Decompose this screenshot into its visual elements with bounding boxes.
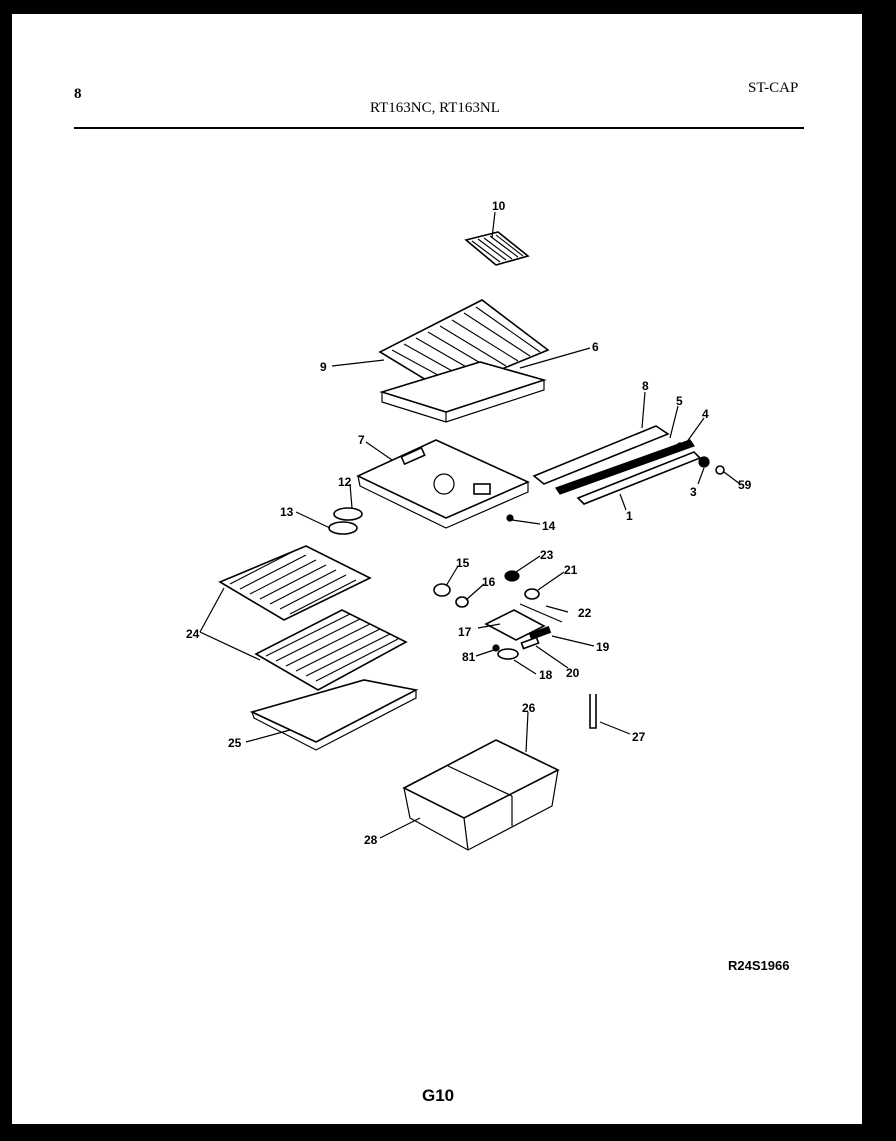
part-10-grille xyxy=(464,231,530,266)
part-21-knob xyxy=(524,588,540,600)
callout-4: 4 xyxy=(702,407,709,421)
callout-8: 8 xyxy=(642,379,649,393)
exploded-parts-diagram: 10 9 6 8 5 4 7 3 59 12 1 13 14 15 23 16 … xyxy=(186,199,752,851)
callout-15: 15 xyxy=(456,556,470,570)
part-1-rail xyxy=(576,451,702,505)
part-4-screw xyxy=(676,442,684,450)
part-20-clip xyxy=(520,636,540,650)
callout-1: 1 xyxy=(626,509,633,523)
callout-26: 26 xyxy=(522,701,536,715)
callout-28: 28 xyxy=(364,833,378,847)
part-5-rail xyxy=(555,439,695,495)
callout-13: 13 xyxy=(280,505,294,519)
part-15-bulb xyxy=(433,583,451,597)
part-59-screw xyxy=(715,465,725,475)
leader-lines xyxy=(199,211,741,839)
callout-20: 20 xyxy=(566,666,580,680)
part-12-13-brackets xyxy=(328,507,363,535)
callout-21: 21 xyxy=(564,563,578,577)
callout-12: 12 xyxy=(338,475,352,489)
part-27-rod xyxy=(589,694,597,729)
page-number: 8 xyxy=(74,86,82,102)
callout-24: 24 xyxy=(186,627,200,641)
callout-59: 59 xyxy=(738,478,752,492)
part-7-shelf-pan xyxy=(356,439,530,529)
callout-16: 16 xyxy=(482,575,496,589)
control-assembly xyxy=(433,570,563,660)
reference-code: R24S1966 xyxy=(728,958,790,973)
part-8-rail xyxy=(532,425,670,485)
part-23-knob xyxy=(504,570,520,582)
header-rule xyxy=(74,127,804,129)
part-18-lamp-base xyxy=(497,648,519,660)
part-24-shelf-lower xyxy=(254,609,408,691)
callout-5: 5 xyxy=(676,394,683,408)
callout-17: 17 xyxy=(458,625,472,639)
part-81-screw xyxy=(492,644,500,652)
callout-18: 18 xyxy=(539,668,553,682)
callout-10: 10 xyxy=(492,199,506,213)
variant-code: ST-CAP xyxy=(748,80,799,96)
part-14-screw xyxy=(506,514,514,522)
page-code: G10 xyxy=(422,1086,455,1105)
part-28-crisper-drawer xyxy=(402,739,560,851)
part-6-tray xyxy=(379,361,547,423)
part-3-nut xyxy=(698,456,710,468)
callout-9: 9 xyxy=(320,360,327,374)
model-numbers: RT163NC, RT163NL xyxy=(370,100,500,116)
callout-25: 25 xyxy=(228,736,242,750)
callout-6: 6 xyxy=(592,340,599,354)
part-22-wire xyxy=(519,603,563,623)
callout-19: 19 xyxy=(596,640,610,654)
part-25-glass-shelf xyxy=(249,679,419,751)
parts-diagram-sheet: 8 RT163NC, RT163NL ST-CAP xyxy=(12,14,862,1124)
callout-7: 7 xyxy=(358,433,365,447)
scan-border xyxy=(0,0,12,1141)
callout-labels: 10 9 6 8 5 4 7 3 59 12 1 13 14 15 23 16 … xyxy=(186,199,752,847)
callout-23: 23 xyxy=(540,548,554,562)
callout-81: 81 xyxy=(462,650,476,664)
callout-14: 14 xyxy=(542,519,556,533)
callout-3: 3 xyxy=(690,485,697,499)
part-19-switch xyxy=(528,625,552,641)
part-17-housing xyxy=(484,609,546,641)
callout-22: 22 xyxy=(578,606,592,620)
callout-27: 27 xyxy=(632,730,646,744)
part-16-socket xyxy=(455,596,469,608)
part-24-shelf-upper xyxy=(218,545,372,621)
